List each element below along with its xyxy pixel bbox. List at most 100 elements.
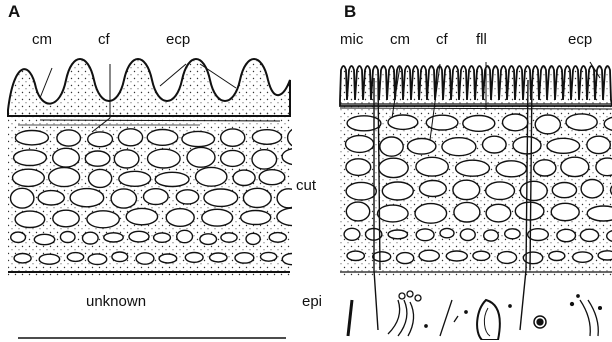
cellsB-cell-0-2	[426, 115, 458, 130]
panel-b-label-cf: cf	[436, 32, 448, 47]
panel-b-label-cm: cm	[390, 32, 410, 47]
cellsA-cell-6-6	[159, 254, 177, 263]
cellsB-cell-6-0	[347, 251, 364, 260]
cellsB-cell-3-2	[420, 181, 447, 197]
cellsA-cell-1-7	[252, 150, 277, 169]
cellsB-cell-5-0	[344, 228, 360, 240]
panel-b-label-fll: fll	[476, 32, 487, 47]
cellsB-cell-6-10	[598, 251, 612, 260]
cellsA-cell-4-1	[53, 210, 79, 227]
side-label-epi: epi	[302, 294, 322, 309]
cellsB-cell-6-8	[549, 251, 565, 260]
cellsA-cell-0-8	[288, 128, 310, 148]
cellsB-cell-0-3	[463, 116, 495, 132]
cellsB-cell-4-5	[515, 202, 544, 220]
cellsA-cell-1-1	[53, 148, 80, 167]
cellsA-cell-4-0	[15, 211, 45, 227]
panel-b-label-ecp: ecp	[568, 32, 592, 47]
panel-a-label-ecp: ecp	[166, 32, 190, 47]
cellsA-cell-2-4	[155, 172, 189, 186]
panel-b-epidermal-inclusions	[348, 291, 601, 340]
cellsB-cell-4-4	[486, 204, 511, 222]
cellsB-cell-5-6	[484, 230, 499, 241]
cellsB-cell-5-2	[388, 230, 407, 239]
cellsA-cell-5-5	[129, 231, 149, 242]
cellsA-cell-4-3	[126, 208, 157, 224]
cellsA-cell-4-4	[166, 209, 194, 227]
cellsA-cell-0-1	[57, 130, 81, 146]
cellsB-cell-2-7	[596, 158, 612, 176]
cellsB-cell-6-1	[373, 252, 391, 262]
cellsA-cell-6-11	[282, 254, 302, 265]
cellsB-cell-2-0	[346, 159, 371, 176]
cellsA-cell-2-2	[89, 169, 112, 187]
cellsB-cell-2-4	[496, 161, 526, 177]
cellsA-cell-1-6	[221, 150, 245, 166]
cellsA-cell-1-2	[85, 151, 110, 166]
cellsA-cell-4-6	[241, 211, 271, 225]
panel-a-label-cm: cm	[32, 32, 52, 47]
cellsA-cell-5-0	[11, 232, 26, 242]
cellsB-cell-5-5	[460, 229, 475, 241]
cellsA-cell-5-3	[83, 232, 99, 244]
cellsB-cell-6-9	[573, 252, 593, 262]
cellsA-cell-1-3	[114, 150, 139, 168]
cellsA-cell-0-2	[88, 132, 113, 147]
cellsB-cell-1-4	[483, 136, 507, 153]
cellsB-cell-4-7	[587, 206, 612, 221]
cellsA-cell-5-10	[246, 233, 260, 244]
cellsA-cell-5-7	[177, 230, 193, 242]
panel-a-leader-cm	[40, 68, 52, 98]
cellsB-cell-4-2	[415, 204, 447, 224]
panel-b-label-mic: mic	[340, 32, 363, 47]
cellsB-cell-2-6	[561, 157, 589, 176]
cellsB-cell-2-1	[379, 158, 408, 177]
panel-a-bottom-label: unknown	[86, 294, 146, 309]
cellsA-cell-1-4	[148, 149, 181, 168]
cellsA-cell-4-5	[202, 209, 233, 226]
cellsA-cell-0-4	[147, 130, 178, 146]
cellsB-cell-2-5	[534, 160, 556, 176]
cellsA-cell-4-2	[87, 211, 119, 228]
cellsA-cell-0-3	[118, 129, 142, 146]
cellsA-cell-3-7	[243, 188, 271, 207]
cellsA-cell-6-3	[88, 254, 107, 265]
cellsB-cell-3-4	[486, 182, 515, 200]
cellsB-cell-1-3	[442, 138, 476, 156]
cellsB-cell-0-4	[503, 114, 528, 131]
side-label-cut: cut	[296, 178, 316, 193]
cellsA-cell-3-6	[204, 189, 238, 206]
cellsB-cell-1-7	[587, 136, 610, 153]
cellsB-cell-4-0	[346, 202, 369, 221]
cellsA-cell-5-11	[269, 233, 286, 243]
cellsA-cell-2-5	[196, 167, 227, 186]
panel-a	[8, 59, 310, 276]
cellsA-cell-5-8	[200, 234, 217, 245]
cellsB-cell-0-5	[535, 115, 560, 134]
cellsB-cell-3-3	[453, 180, 480, 199]
cellsB-cell-1-0	[346, 136, 374, 153]
cellsB-cell-4-3	[454, 202, 480, 222]
cellsA-cell-3-1	[38, 191, 64, 205]
cellsB-cell-1-6	[547, 138, 580, 153]
cellsA-cell-6-2	[67, 253, 83, 262]
cellsB-cell-0-6	[566, 114, 597, 130]
cellsB-cell-6-3	[419, 250, 439, 261]
cellsB-cell-5-4	[440, 228, 454, 237]
cellsA-cell-0-0	[15, 131, 48, 145]
cellsB-cell-3-1	[382, 182, 413, 200]
panel-b	[340, 62, 612, 340]
cellsA-cell-3-2	[70, 189, 104, 207]
cellsA-cell-5-4	[104, 233, 123, 242]
cellsA-cell-1-8	[282, 148, 310, 164]
cellsB-cell-5-9	[557, 229, 576, 241]
cellsB-cell-5-3	[416, 229, 434, 241]
cellsA-cell-0-6	[221, 129, 245, 146]
cellsA-cell-6-7	[185, 253, 203, 263]
cellsB-cell-1-2	[408, 139, 436, 155]
cellsB-cell-6-4	[446, 251, 467, 261]
cellsA-cell-3-3	[111, 189, 136, 208]
cellsB-cell-3-7	[581, 180, 603, 198]
cellsB-cell-5-7	[505, 229, 520, 239]
